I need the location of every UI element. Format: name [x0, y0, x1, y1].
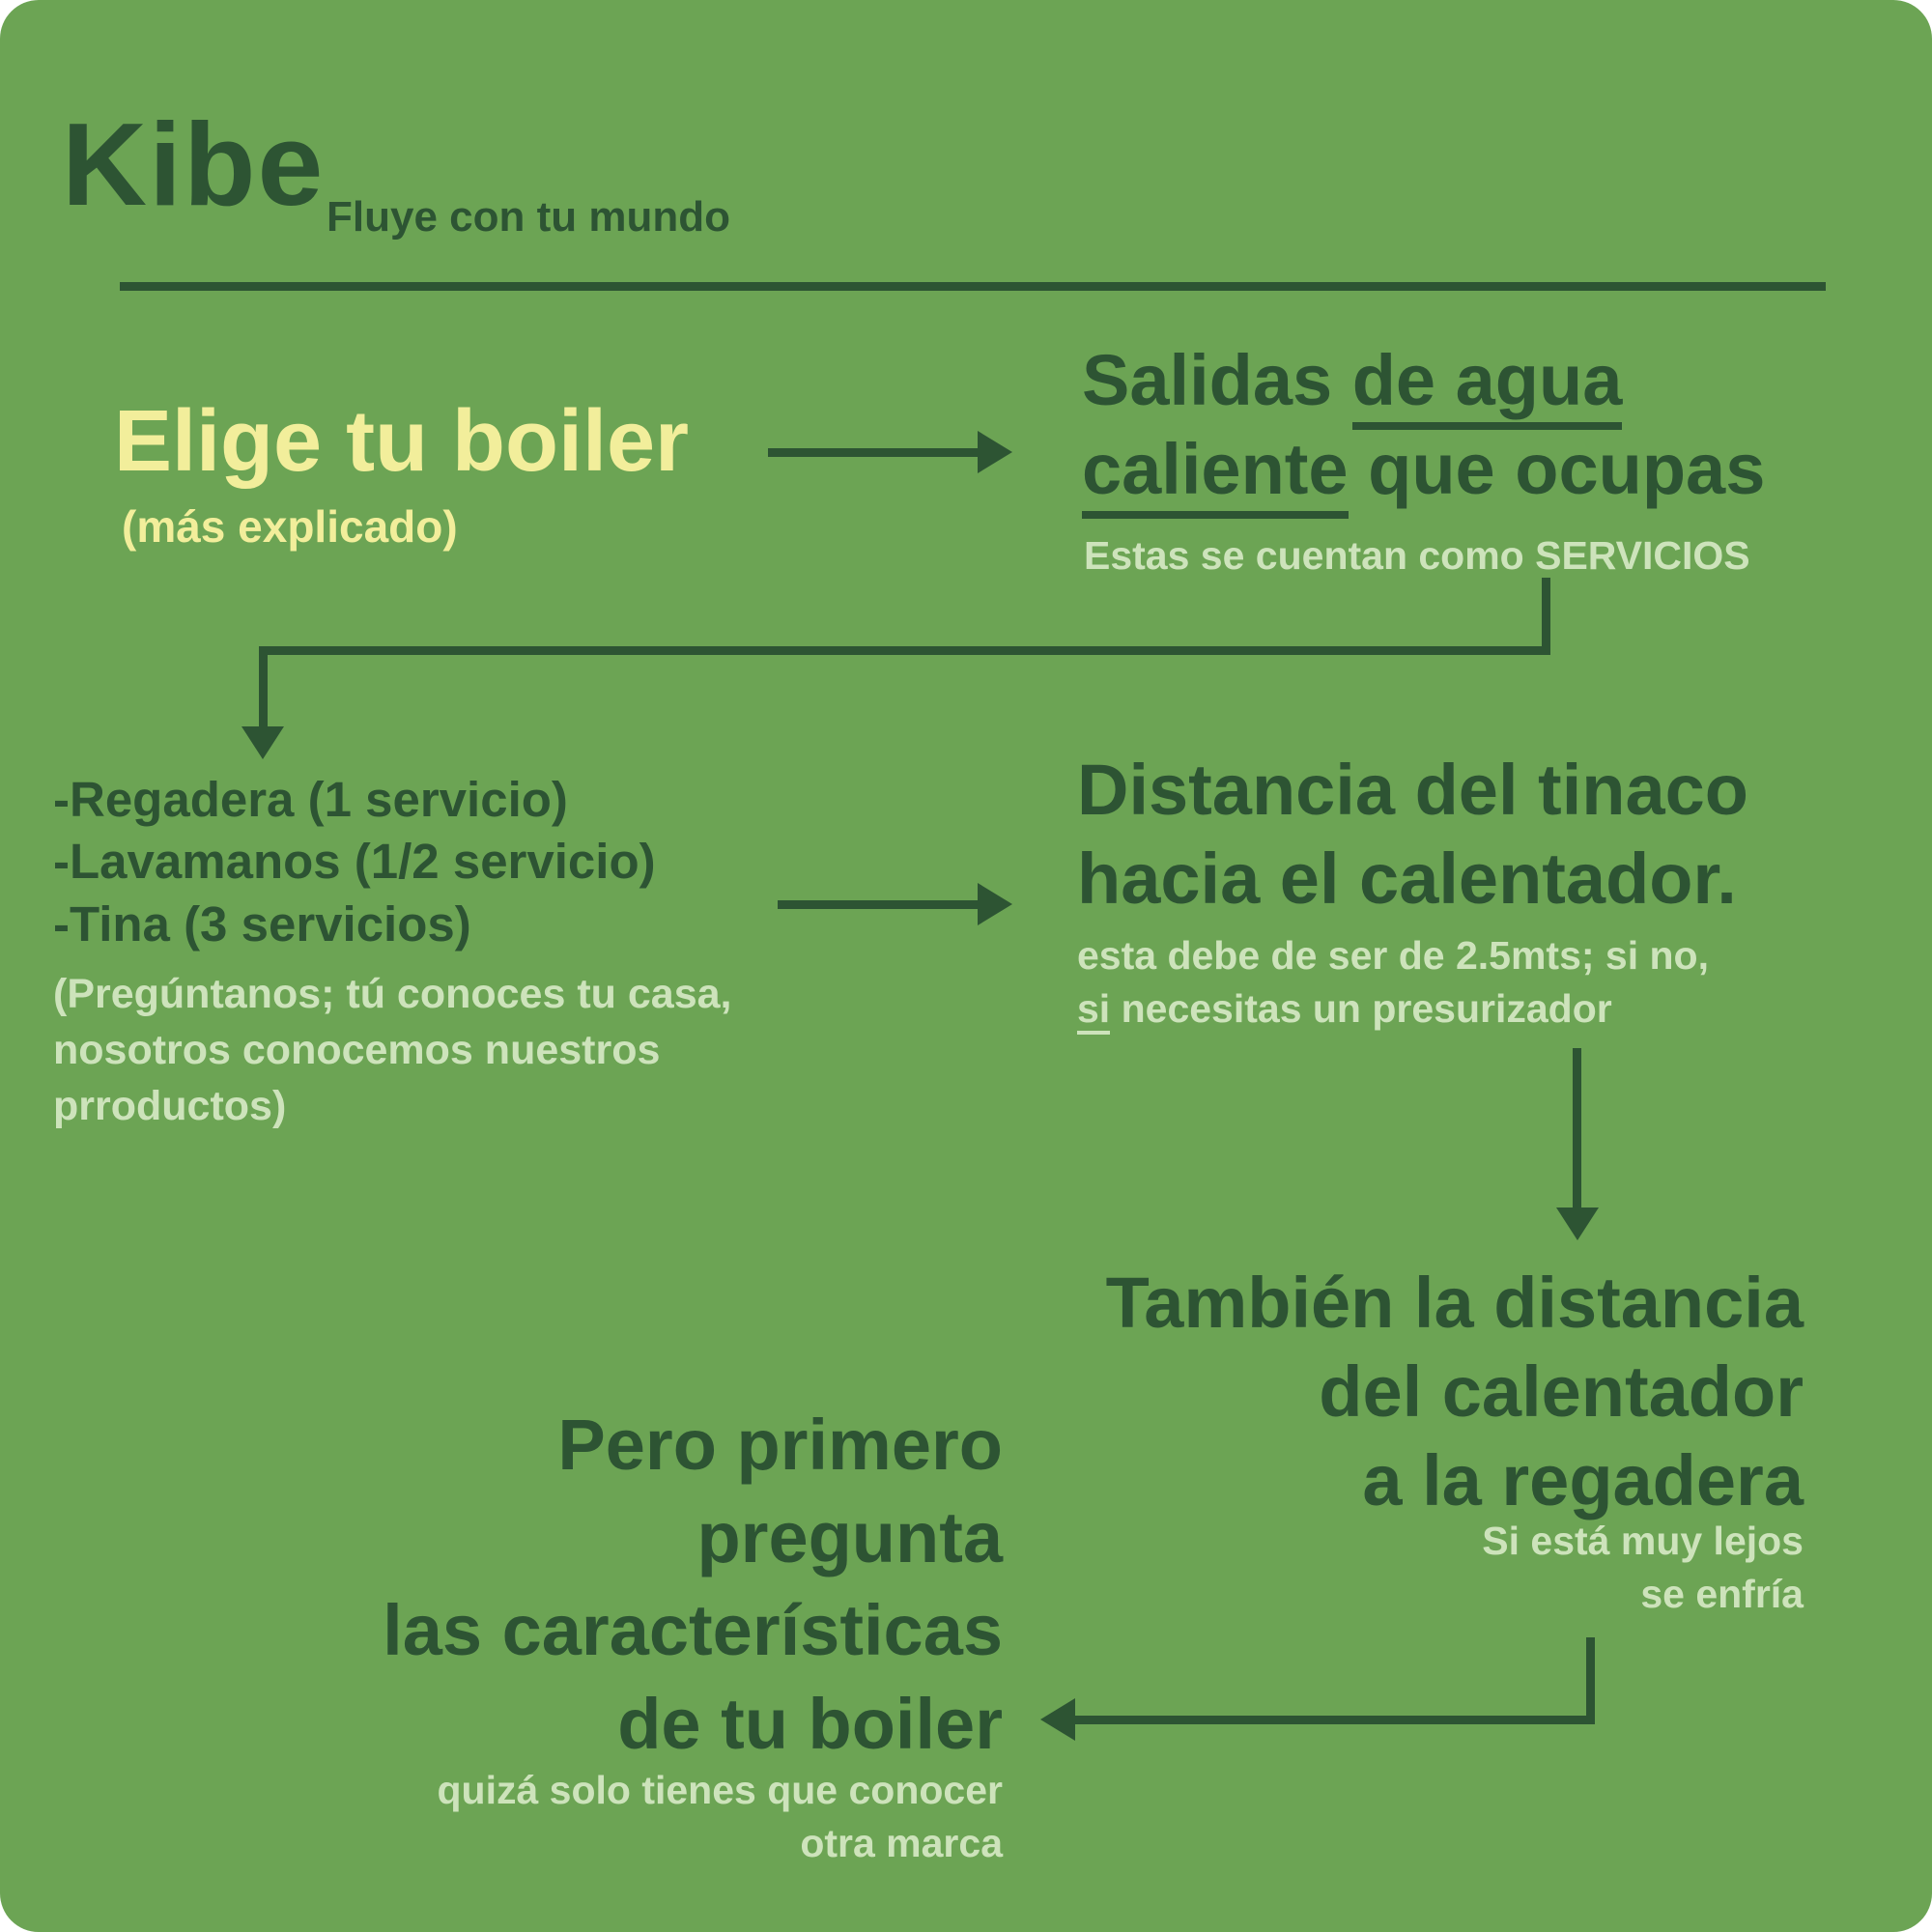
step2-title: Distancia del tinaco hacia el calentador…: [1077, 746, 1748, 923]
connector-2-vertical-icon: [1586, 1637, 1595, 1724]
services-list: -Regadera (1 servicio) -Lavamanos (1/2 s…: [53, 769, 656, 955]
services-note: (Pregúntanos; tú conoces tu casa, nosotr…: [53, 966, 731, 1134]
step3-note: Si está muy lejos se enfría: [1482, 1515, 1804, 1622]
connector-1-vertical-left-icon: [259, 646, 268, 729]
step2-title-line2: hacia el calentador.: [1077, 838, 1737, 919]
step2-note-line1: esta debe de ser de 2.5mts; si no,: [1077, 933, 1709, 978]
arrow-down-3-line-icon: [1573, 1048, 1581, 1210]
step1-title-line1-underlined: de agua: [1351, 340, 1623, 430]
step3-title: También la distancia del calentador a la…: [1106, 1259, 1804, 1524]
intro-subtitle: (más explicado): [122, 501, 458, 552]
step3-title-line1: También la distancia: [1105, 1263, 1804, 1343]
connector-1-arrow-down-icon: [242, 726, 284, 759]
step2-note-underlined: si: [1077, 986, 1111, 1036]
connector-1-vertical-right-icon: [1542, 578, 1550, 655]
step1-title-line2-underlined: caliente: [1082, 428, 1349, 519]
final-title-line2: pregunta: [696, 1497, 1003, 1578]
connector-1-horizontal-icon: [259, 646, 1550, 655]
final-title: Pero primero pregunta las característica…: [383, 1399, 1003, 1771]
step1-title-line2-post: que ocupas: [1348, 428, 1766, 509]
step3-note-line1: Si está muy lejos: [1482, 1519, 1804, 1563]
brand-tagline: Fluye con tu mundo: [327, 193, 730, 241]
final-note: quizá solo tienes que conocer otra marca: [437, 1764, 1003, 1871]
header-divider: [120, 282, 1826, 291]
intro-title: Elige tu boiler: [114, 393, 690, 490]
step1-title-line1-pre: Salidas: [1082, 340, 1352, 420]
step1-note: Estas se cuentan como SERVICIOS: [1084, 533, 1750, 578]
step2-note-line2-post: necesitas un presurizador: [1110, 986, 1612, 1032]
final-title-line1: Pero primero: [557, 1405, 1003, 1485]
connector-2-arrow-left-icon: [1040, 1698, 1075, 1741]
connector-2-horizontal-icon: [1074, 1716, 1595, 1724]
step2-note-line2: si necesitas un presurizador: [1077, 982, 1709, 1036]
step2-note: esta debe de ser de 2.5mts; si no, si ne…: [1077, 929, 1709, 1037]
services-note-line3: prroductos): [53, 1083, 287, 1130]
services-item-lavamanos: -Lavamanos (1/2 servicio): [53, 834, 656, 890]
arrow-right-1-head-icon: [978, 431, 1012, 473]
step2-title-line1: Distancia del tinaco: [1077, 750, 1748, 830]
services-note-line1: (Pregúntanos; tú conoces tu casa,: [53, 971, 732, 1017]
final-title-line4: de tu boiler: [617, 1683, 1003, 1764]
services-note-line2: nosotros conocemos nuestros: [53, 1027, 661, 1074]
final-title-line3: las características: [383, 1590, 1003, 1671]
final-note-line1: quizá solo tienes que conocer: [437, 1768, 1003, 1812]
brand-logo: Kibe: [62, 99, 326, 230]
step1-title-line1: Salidas de agua: [1082, 336, 1765, 430]
step1-title: Salidas de agua caliente que ocupas: [1082, 336, 1766, 519]
arrow-right-2-head-icon: [978, 883, 1012, 925]
step3-note-line2: se enfría: [1640, 1572, 1804, 1617]
services-item-regadera: -Regadera (1 servicio): [53, 772, 568, 827]
services-item-tina: -Tina (3 servicios): [53, 895, 471, 952]
arrow-right-2-line-icon: [778, 900, 980, 909]
arrow-down-3-head-icon: [1556, 1208, 1599, 1240]
step1-title-line2: caliente que ocupas: [1082, 425, 1766, 519]
arrow-right-1-line-icon: [768, 448, 980, 457]
step3-title-line2: del calentador: [1319, 1350, 1804, 1432]
step3-title-line3: a la regadera: [1362, 1439, 1804, 1520]
final-note-line2: otra marca: [800, 1821, 1003, 1866]
